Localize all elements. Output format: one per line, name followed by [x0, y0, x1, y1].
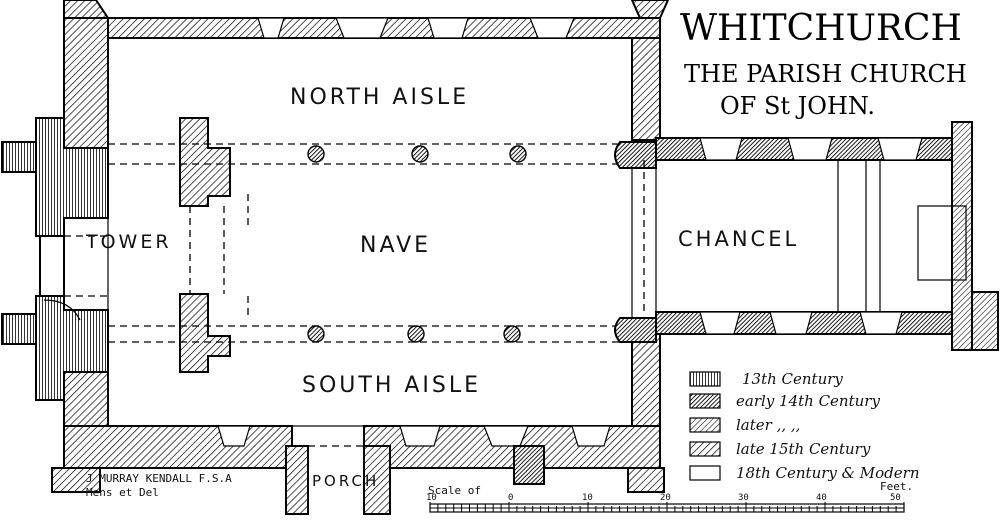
- chancel: [643, 121, 999, 351]
- title-line-1: WHITCHURCH: [680, 8, 962, 49]
- tower: [1, 117, 231, 401]
- legend-swatch-late-15th: [689, 441, 721, 457]
- credit-line-1: J MURRAY KENDALL F.S.A: [86, 472, 232, 485]
- scale-bar: Scale of 10 0 10 20 30 40 50 Feet.: [426, 480, 913, 513]
- north-aisle-label: NORTH AISLE: [290, 85, 469, 110]
- scale-tick-10-left: 10: [426, 493, 437, 503]
- legend-label-early-14th: early 14th Century: [736, 392, 880, 410]
- porch: [285, 445, 545, 515]
- legend-label-late-15th: late 15th Century: [736, 440, 871, 458]
- legend: 13th Century early 14th Century later ,,…: [689, 370, 919, 482]
- legend-label-13th: 13th Century: [742, 370, 843, 388]
- title-line-3: OF St JOHN.: [720, 92, 875, 120]
- south-aisle-label: SOUTH AISLE: [302, 373, 481, 398]
- windows: [217, 17, 611, 447]
- legend-swatch-13th: [689, 371, 721, 387]
- nave-label: NAVE: [360, 233, 431, 258]
- tower-label: TOWER: [85, 231, 172, 253]
- scale-tick-30: 30: [738, 493, 749, 503]
- scale-tick-0: 0: [508, 493, 513, 503]
- pillars: [307, 141, 657, 343]
- scale-tick-50: 50: [890, 493, 901, 503]
- title-line-2: THE PARISH CHURCH: [684, 60, 967, 88]
- legend-label-later: later ,, ,,: [736, 416, 800, 434]
- scale-caption: Scale of: [428, 484, 481, 497]
- scale-tick-40: 40: [816, 493, 827, 503]
- scale-unit: Feet.: [880, 480, 913, 493]
- scale-tick-10: 10: [582, 493, 593, 503]
- legend-swatch-early-14th: [689, 393, 721, 409]
- arcades: [64, 143, 632, 343]
- legend-label-18th: 18th Century & Modern: [736, 464, 919, 482]
- credit-line-2: Mens et Del: [86, 486, 159, 499]
- legend-swatch-later: [689, 417, 721, 433]
- scale-tick-20: 20: [660, 493, 671, 503]
- legend-swatch-18th: [689, 465, 721, 481]
- porch-label: PORCH: [312, 472, 379, 490]
- chancel-label: CHANCEL: [678, 227, 799, 251]
